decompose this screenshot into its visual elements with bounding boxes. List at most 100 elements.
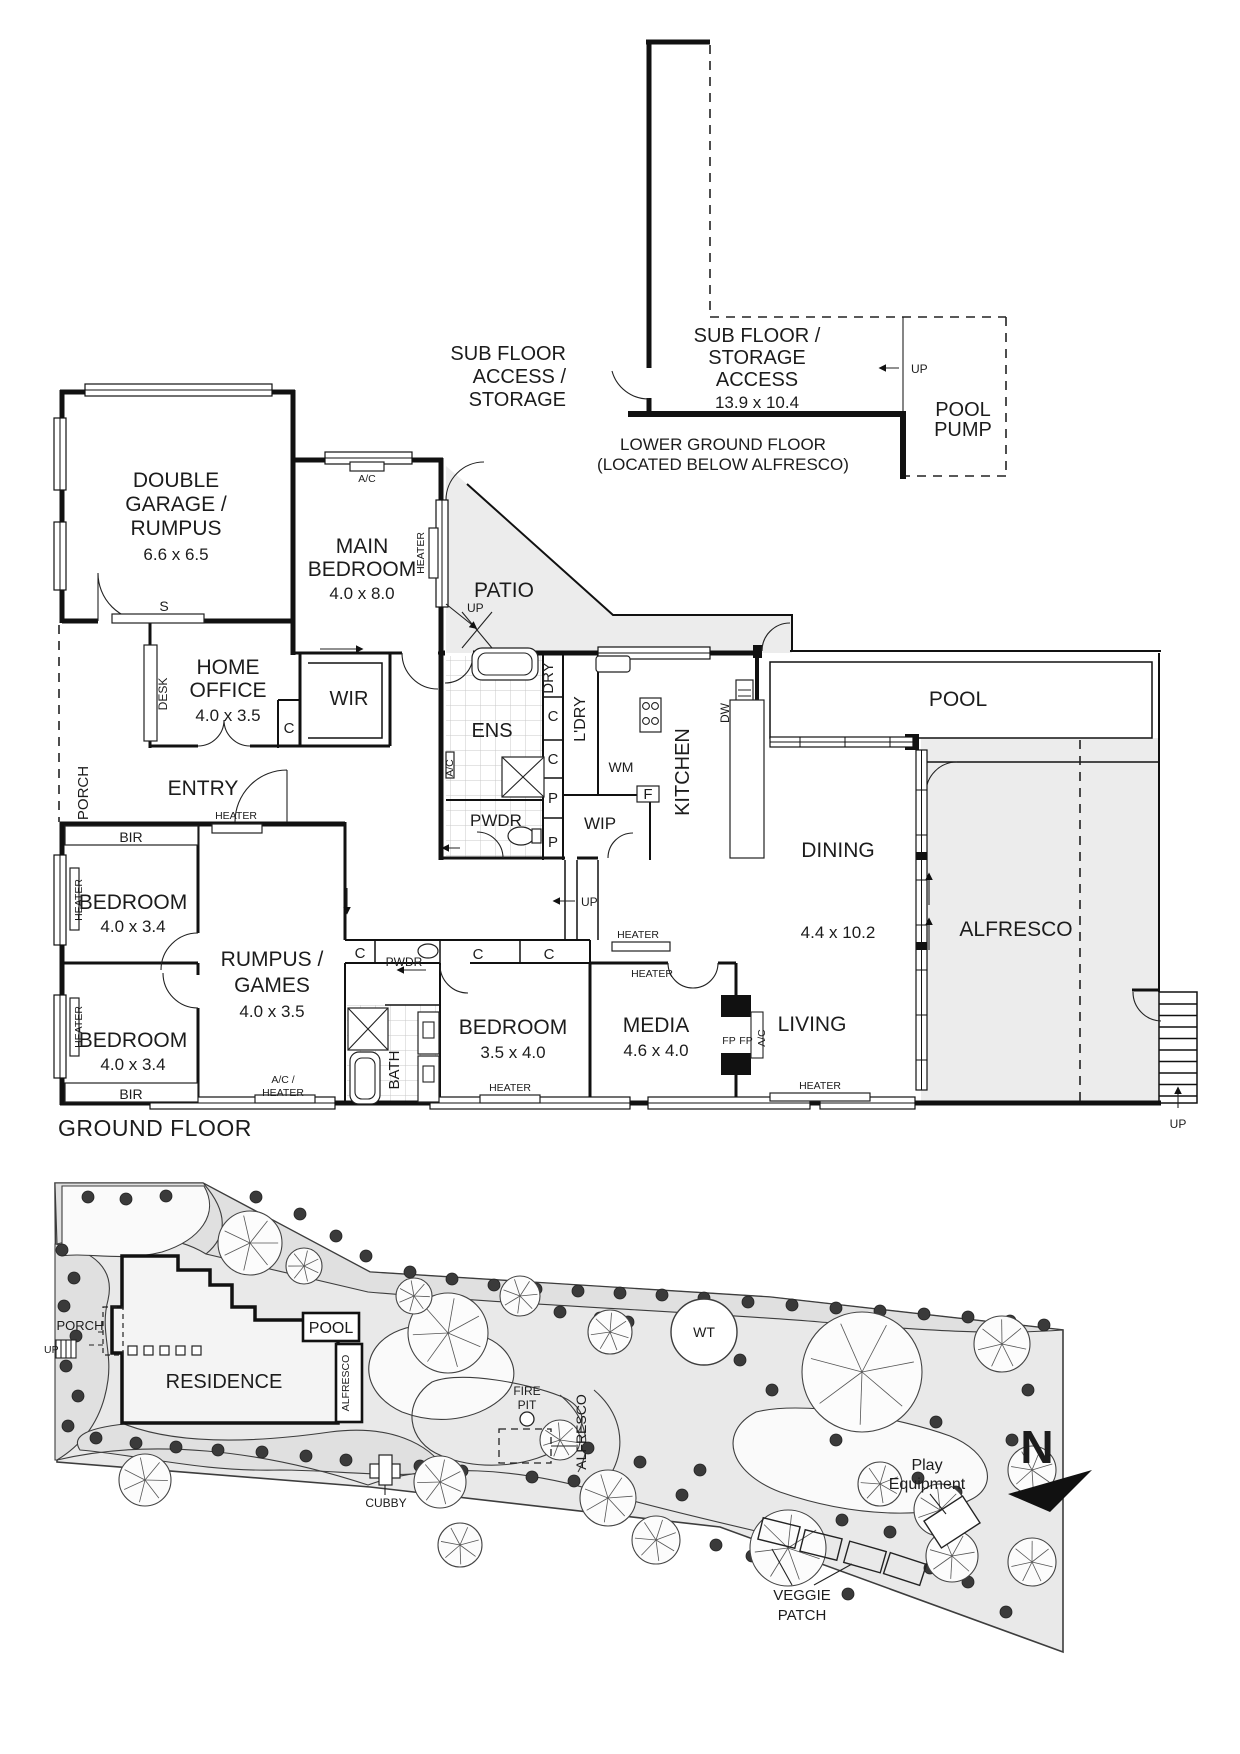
bath-label: BATH — [386, 1051, 403, 1090]
lower-floor-subtitle: (LOCATED BELOW ALFRESCO) — [597, 455, 849, 474]
ground-floor-title: GROUND FLOOR — [58, 1115, 252, 1141]
patio-stair-cross — [461, 611, 493, 649]
firepit-circle — [519, 1411, 535, 1427]
bir-robe-top — [64, 825, 199, 846]
pool-label: POOL — [929, 688, 987, 711]
site-pool-label: POOL — [309, 1320, 354, 1337]
ac-label-ens: A/C — [444, 759, 456, 777]
main-bedroom-walls — [295, 457, 444, 860]
shrub-icon — [911, 1471, 925, 1485]
living-label: LIVING — [778, 1013, 847, 1036]
subfloor-access-label2: ACCESS / — [473, 366, 567, 388]
pwdr2-label: PWDR — [386, 955, 423, 969]
patio-label: PATIO — [474, 579, 534, 602]
shrub-icon — [525, 1470, 539, 1484]
c-label-4: C — [355, 945, 366, 962]
storage-room-label2: STORAGE — [708, 347, 805, 369]
tree-branch — [609, 1331, 629, 1339]
subfloor-access-label: SUB FLOOR — [450, 343, 566, 365]
subfloor-bottom-wall — [628, 411, 906, 479]
alfresco-zone — [921, 738, 1159, 1104]
kitchen-sink — [595, 655, 631, 673]
patio-boundary — [466, 483, 793, 651]
bedroom3-label: BEDROOM — [459, 1016, 568, 1039]
up-label: UP — [911, 362, 928, 376]
heater-label-bed1: HEATER — [73, 879, 85, 921]
ens-label: ENS — [471, 720, 512, 742]
tree-branch — [413, 1295, 430, 1298]
play-equipment-pad — [923, 1495, 981, 1549]
bedroom2-dims: 4.0 x 3.4 — [100, 1055, 165, 1074]
tree-branch — [410, 1280, 415, 1297]
main-bedroom-dims: 4.0 x 8.0 — [329, 584, 394, 603]
wing-bathtub — [349, 1051, 381, 1105]
home-office-label2: OFFICE — [190, 679, 267, 702]
c-label-5: C — [473, 946, 484, 963]
tree-branch — [607, 1495, 633, 1499]
heater-label-mainbed: HEATER — [415, 532, 427, 574]
desk-label: DESK — [156, 678, 170, 711]
pwdr-toilet-tank — [531, 828, 542, 844]
storage-room-dims: 13.9 x 10.4 — [715, 393, 799, 412]
garage-label: DOUBLE — [133, 469, 219, 492]
pool-door-post — [753, 645, 762, 658]
site-alfresco-mid-label: ALFRESCO — [573, 1394, 589, 1470]
tree-branch — [293, 1265, 305, 1279]
subfloor-access-label3: STORAGE — [469, 389, 566, 411]
tree-branch — [439, 1481, 462, 1492]
tree-branch — [861, 1325, 887, 1373]
shrub-icon — [1021, 1383, 1035, 1397]
tree-branch — [951, 1555, 970, 1572]
tree-branch — [641, 1539, 657, 1556]
lower-floor-title: LOWER GROUND FLOOR — [620, 435, 826, 454]
tree-branch — [590, 1331, 611, 1336]
tree-branch — [459, 1539, 479, 1546]
rumpus-label: RUMPUS / — [221, 948, 324, 971]
tree-branch — [763, 1524, 789, 1549]
subfloor-walls — [646, 39, 710, 416]
tree-branch — [439, 1471, 461, 1483]
site-pool — [301, 1311, 361, 1343]
north-label: N — [1020, 1421, 1053, 1473]
pwdr-label: PWDR — [470, 811, 522, 830]
shrub-icon — [613, 1286, 627, 1300]
fridge-box — [636, 785, 660, 803]
office-double-door — [197, 719, 251, 747]
shrub-icon — [709, 1538, 723, 1552]
shrub-icon — [733, 1353, 747, 1367]
bir-robe-bottom — [64, 1082, 199, 1103]
tree-branch — [1011, 1466, 1033, 1471]
tree-branch — [655, 1532, 676, 1541]
ac-label-fp: A/C — [756, 1029, 768, 1047]
storage-room-label: SUB FLOOR / — [694, 325, 821, 347]
veggie-leader-lines — [771, 1548, 853, 1586]
tree-branch — [860, 1482, 881, 1485]
tree-branch — [440, 1541, 461, 1546]
storage-room-label3: ACCESS — [716, 369, 798, 391]
shrub-icon — [829, 1433, 843, 1447]
wip-door-arc — [607, 832, 634, 859]
tree-branch — [918, 1509, 941, 1518]
wing-shower — [347, 1007, 389, 1051]
desk — [143, 644, 158, 742]
play-label1: Play — [911, 1457, 942, 1474]
tree-branch — [933, 1555, 953, 1570]
kitchen-patio-door-arc — [761, 622, 791, 652]
garage-label3: RUMPUS — [130, 517, 221, 540]
tree-branch — [447, 1332, 481, 1348]
tree-branch — [450, 1527, 461, 1546]
tree-branch — [413, 1283, 425, 1297]
media-label: MEDIA — [623, 1014, 690, 1037]
site-porch-label: PORCH — [57, 1318, 104, 1333]
tree-branch — [929, 1549, 953, 1557]
tree-branch — [224, 1242, 251, 1256]
heater-label-bed3: HEATER — [489, 1082, 531, 1094]
tree-branch — [424, 1306, 449, 1334]
tree-branch — [399, 1288, 415, 1297]
dw-label: DW — [718, 702, 732, 723]
tree-branch — [519, 1295, 533, 1309]
bath-cupboards — [417, 1011, 440, 1103]
tree-branch — [413, 1295, 424, 1310]
bir-label-top: BIR — [119, 829, 142, 845]
bed-edge-2 — [203, 1183, 223, 1255]
